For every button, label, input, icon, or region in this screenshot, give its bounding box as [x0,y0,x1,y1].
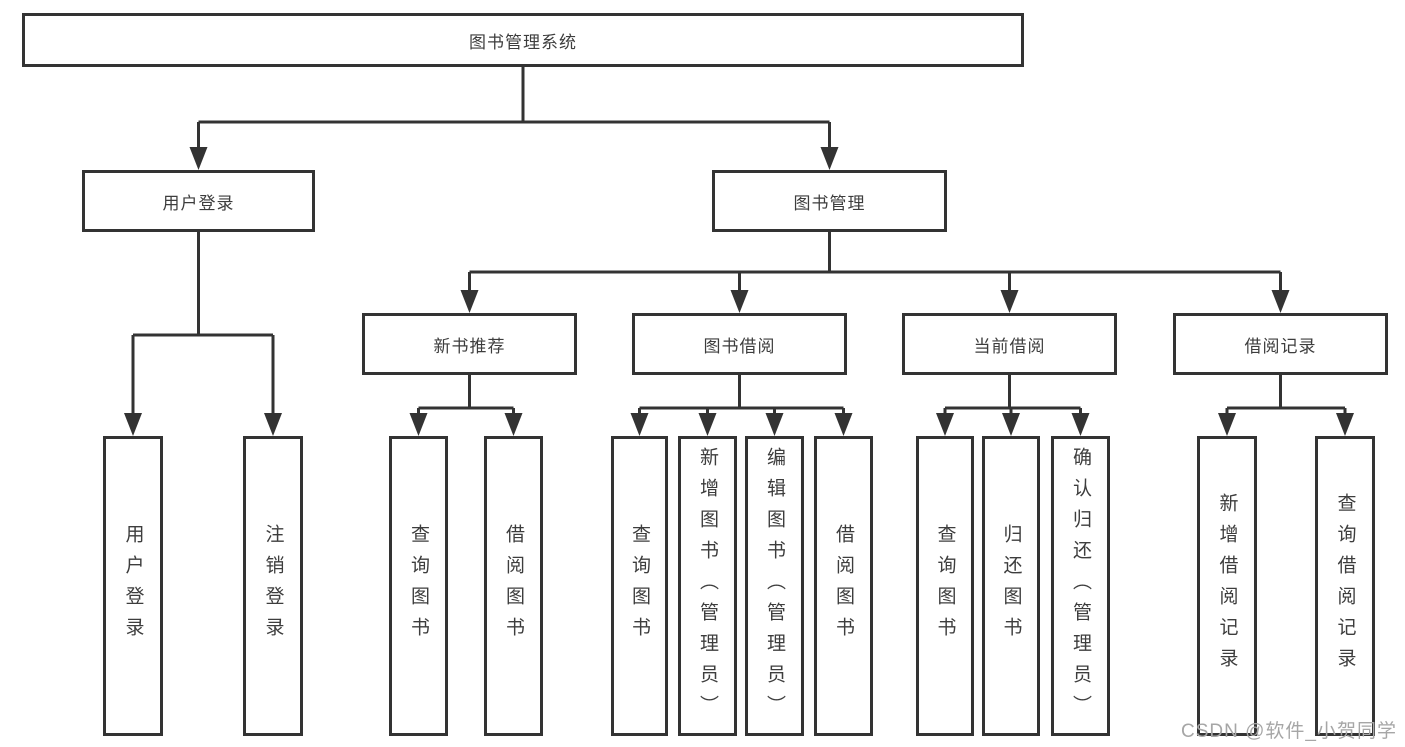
arrowhead [698,413,717,436]
arrowhead [1336,413,1354,436]
leaf-borrow-borrow-book: 借阅图书 [814,436,873,736]
leaf-label: 确认归还（管理员） [1070,446,1091,726]
leaf-label: 用户登录 [122,524,144,648]
arrowhead [504,413,523,436]
leaf-recommend-query-book: 查询图书 [389,436,448,736]
connector-new-book-recommend-children [409,375,523,436]
leaf-label: 查询图书 [934,524,956,648]
arrowhead [189,147,208,170]
arrowhead [1071,413,1090,436]
leaf-label: 归还图书 [1000,524,1022,648]
arrowhead [1002,413,1020,436]
leaf-records-add-record: 新增借阅记录 [1197,436,1257,736]
node-book-borrow: 图书借阅 [632,313,847,375]
arrowhead [409,413,428,436]
leaf-user-login: 用户登录 [103,436,163,736]
leaf-label: 查询图书 [629,524,650,648]
arrowhead [630,413,649,436]
leaf-label: 新增图书（管理员） [697,446,718,726]
leaf-current-return-book: 归还图书 [982,436,1040,736]
watermark-text: CSDN @软件_小贺同学 [1181,721,1397,742]
arrowhead [765,413,784,436]
leaf-current-confirm-return-admin: 确认归还（管理员） [1051,436,1110,736]
leaf-borrow-edit-book-admin: 编辑图书（管理员） [745,436,804,736]
leaf-records-query-record: 查询借阅记录 [1315,436,1375,736]
connector-borrow-records-children [1218,375,1354,436]
arrowhead [460,290,479,313]
leaf-label: 编辑图书（管理员） [764,446,785,726]
arrowhead [1218,413,1236,436]
arrowhead [1271,290,1290,313]
leaf-borrow-add-book-admin: 新增图书（管理员） [678,436,737,736]
leaf-borrow-query-book: 查询图书 [611,436,668,736]
connector-book-management-children [460,232,1290,313]
node-new-book-recommend: 新书推荐 [362,313,577,375]
node-user-login: 用户登录 [82,170,315,232]
leaf-label: 查询图书 [408,524,429,648]
connector-root-to-level2 [189,67,839,170]
node-borrow-records: 借阅记录 [1173,313,1388,375]
arrowhead [124,413,142,436]
node-library-system: 图书管理系统 [22,13,1024,67]
leaf-label: 借阅图书 [833,524,854,648]
arrowhead [730,290,749,313]
arrowhead [936,413,954,436]
connector-book-borrow-children [630,375,853,436]
leaf-label: 新增借阅记录 [1216,493,1238,679]
leaf-label: 借阅图书 [503,524,524,648]
leaf-recommend-borrow-book: 借阅图书 [484,436,543,736]
arrowhead [1000,290,1019,313]
arrowhead [820,147,839,170]
leaf-label: 注销登录 [262,524,284,648]
leaf-label: 查询借阅记录 [1334,493,1356,679]
arrowhead [834,413,853,436]
arrowhead [264,413,282,436]
node-current-borrow: 当前借阅 [902,313,1117,375]
leaf-current-query-book: 查询图书 [916,436,974,736]
node-book-management: 图书管理 [712,170,947,232]
connector-current-borrow-children [936,375,1090,436]
leaf-logout: 注销登录 [243,436,303,736]
connector-user-login-children [124,232,282,436]
